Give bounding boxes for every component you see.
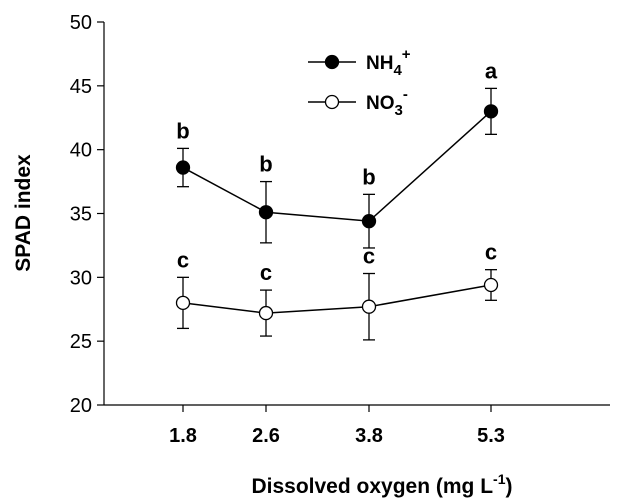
x-tick-label: 5.3	[477, 425, 505, 447]
data-point	[175, 295, 191, 311]
data-point	[483, 104, 499, 119]
legend: NH4+ NO3-	[308, 46, 411, 119]
significance-letter: c	[363, 244, 375, 269]
y-tick-label: 25	[70, 331, 92, 353]
y-tick-label: 45	[70, 76, 92, 98]
significance-letter: b	[259, 152, 272, 177]
series-line	[182, 284, 492, 314]
y-tick-label: 20	[70, 395, 92, 417]
data-point	[258, 305, 274, 321]
x-tick-label: 1.8	[169, 425, 197, 447]
x-tick-label: 3.8	[355, 425, 383, 447]
data-point	[483, 277, 499, 293]
data-point	[258, 205, 274, 220]
series-line	[182, 110, 492, 222]
series-layer: b b b a c c c c	[175, 58, 499, 341]
legend-label: NO3-	[366, 86, 408, 119]
legend-marker	[324, 54, 340, 70]
significance-letter: a	[485, 58, 498, 83]
x-axis-title-close: )	[506, 475, 513, 498]
legend-label-sup: -	[403, 86, 408, 103]
y-axis-title: SPAD index	[12, 154, 35, 272]
y-tick-label: 30	[70, 267, 92, 289]
axes	[103, 22, 610, 406]
x-axis-title-sup: -1	[493, 471, 506, 487]
series-0: b b b a	[175, 58, 499, 249]
x-axis-title: Dissolved oxygen (mg L-1)	[251, 471, 512, 498]
significance-letter: c	[260, 260, 272, 285]
significance-letter: b	[176, 118, 189, 143]
legend-item-1: NO3-	[308, 86, 408, 119]
legend-label-base: NO	[366, 93, 395, 114]
data-point	[361, 299, 377, 314]
significance-letter: b	[362, 164, 375, 189]
legend-label-sub: 3	[395, 102, 403, 119]
x-tick-label: 2.6	[252, 425, 280, 447]
y-tick-label: 35	[70, 204, 92, 226]
legend-label-sup: +	[402, 46, 411, 63]
ticks: 20 25 30 35 40 45 50 1.8 2.6 3.8 5.3	[70, 12, 505, 447]
y-tick-label: 40	[70, 140, 92, 162]
y-tick-label: 50	[70, 12, 92, 34]
legend-item-0: NH4+	[308, 46, 411, 79]
legend-marker	[324, 94, 340, 110]
significance-letter: c	[177, 247, 189, 272]
legend-label-sub: 4	[393, 62, 402, 79]
legend-label: NH4+	[366, 46, 411, 79]
data-point	[175, 160, 191, 175]
x-axis-title-main: Dissolved oxygen (mg L	[251, 475, 493, 498]
legend-label-base: NH	[366, 53, 393, 74]
significance-letter: c	[485, 240, 497, 265]
data-point	[361, 214, 377, 229]
